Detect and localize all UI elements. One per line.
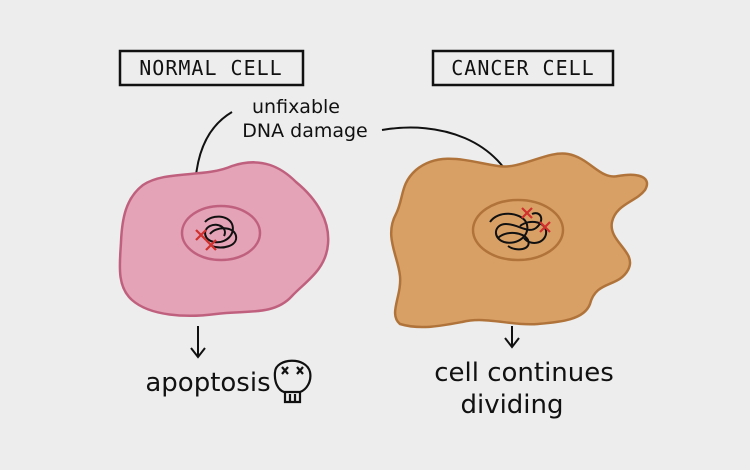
skull-icon — [273, 359, 312, 404]
normal-cell — [118, 161, 330, 318]
outcome-cancer-label-line1: cell continues — [434, 358, 614, 388]
damage-label-line1: unfixable — [252, 96, 340, 118]
cancer-cell-dna — [489, 212, 548, 251]
cancer-cell — [390, 152, 649, 329]
cancer-outcome-arrow — [504, 326, 520, 349]
normal-cell-damage-marks — [195, 229, 217, 251]
outcome-normal-label: apoptosis — [145, 368, 270, 398]
normal-cell-title-box: NORMAL CELL — [118, 49, 305, 87]
normal-cell-nucleus — [180, 204, 262, 262]
normal-cell-title: NORMAL CELL — [139, 56, 282, 80]
outcome-cancer-label-line2: dividing — [460, 390, 563, 420]
cancer-cell-title-box: CANCER CELL — [431, 49, 615, 87]
normal-outcome-arrow — [190, 326, 206, 359]
cancer-cell-title: CANCER CELL — [451, 56, 594, 80]
cancer-cell-damage-marks — [521, 207, 551, 233]
damage-label-line2: DNA damage — [242, 120, 368, 142]
